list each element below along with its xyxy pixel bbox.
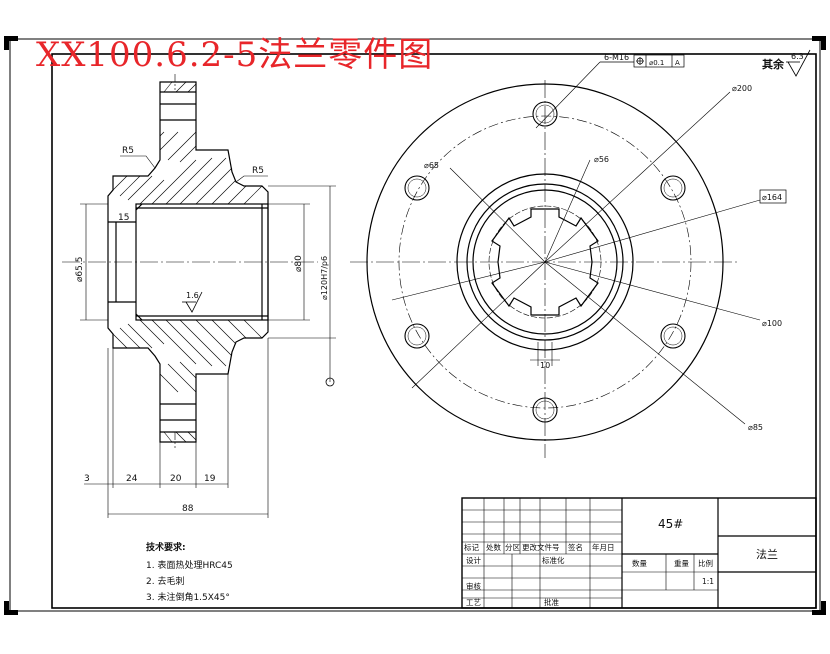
title-block (461, 497, 817, 609)
trim-frame (9, 38, 821, 612)
tb-review: 审核 (466, 581, 481, 591)
front-labels: 6-M16 ⌀0.1 A ⌀200 ⌀164 ⌀100 ⌀85 ⌀56 ⌀65 … (424, 53, 782, 432)
title-block-text: 45# 法兰 标记 处数 分区 更改文件号 签名 年月日 设计 标准化 数量 重… (464, 517, 778, 607)
tb-standard: 标准化 (542, 555, 565, 565)
label-dim-88: 88 (182, 504, 194, 514)
label-dim-56: ⌀56 (594, 155, 609, 164)
tb-h-sign: 签名 (568, 542, 583, 552)
section-view (62, 74, 336, 518)
technical-notes: 技术要求: 1. 表面热处理HRC45 2. 去毛刺 3. 未注倒角1.5X45… (146, 541, 233, 603)
tb-part-name: 法兰 (756, 547, 778, 561)
tb-h-count: 处数 (486, 542, 501, 552)
tb-weight-count: 数量 (632, 558, 647, 568)
label-other: 其余 (762, 57, 785, 71)
label-dim-120: ⌀120H7/p6 (320, 256, 329, 300)
tb-approve: 批准 (544, 597, 559, 607)
tb-scale-value: 1:1 (702, 577, 714, 586)
label-dim-10: 10 (540, 361, 550, 370)
label-other-value: 6.3 (791, 52, 804, 61)
label-dim-15: 15 (118, 213, 129, 223)
label-dim-19: 19 (204, 474, 216, 484)
notes-heading: 技术要求: (146, 541, 186, 553)
label-r5-top: R5 (122, 146, 134, 156)
tb-design: 设计 (466, 555, 481, 565)
label-dim-20: 20 (170, 474, 182, 484)
tb-material: 45# (658, 517, 683, 531)
note-item: 2. 去毛刺 (146, 575, 184, 587)
surface-finish-other: 其余 6.3 (762, 49, 811, 77)
label-holes: 6-M16 (604, 53, 629, 62)
label-dim-164: ⌀164 (762, 193, 782, 202)
tb-h-doc: 更改文件号 (522, 542, 560, 552)
tb-h-date: 年月日 (592, 542, 615, 552)
label-dim-655: ⌀65.5 (75, 257, 85, 282)
drawing-frame (51, 53, 817, 609)
label-surface-16: 1.6 (186, 291, 199, 300)
label-datum: A (675, 59, 680, 67)
label-dim-200: ⌀200 (732, 84, 752, 93)
label-dim-65: ⌀65 (424, 161, 439, 170)
front-view (350, 54, 787, 458)
tb-process: 工艺 (466, 598, 481, 607)
tb-weight: 重量 (674, 559, 689, 568)
label-dim-24: 24 (126, 474, 138, 484)
note-item: 1. 表面热处理HRC45 (146, 559, 233, 571)
section-labels: R5 R5 15 1.6 3 24 20 19 88 ⌀65.5 ⌀80 ⌀12… (75, 146, 329, 514)
note-item: 3. 未注倒角1.5X45° (146, 591, 230, 603)
drawing-title: XX100.6.2-5法兰零件图 (36, 35, 434, 75)
label-r5-side: R5 (252, 166, 264, 176)
label-dim-85: ⌀85 (748, 423, 763, 432)
label-tolerance: ⌀0.1 (649, 59, 664, 67)
corner-marks (4, 36, 826, 615)
tb-h-mark: 标记 (464, 542, 479, 552)
tb-scale: 比例 (698, 558, 713, 568)
label-dim-3: 3 (84, 474, 90, 484)
label-dim-80: ⌀80 (294, 255, 304, 272)
label-dim-100: ⌀100 (762, 319, 782, 328)
tb-h-zone: 分区 (505, 543, 520, 552)
